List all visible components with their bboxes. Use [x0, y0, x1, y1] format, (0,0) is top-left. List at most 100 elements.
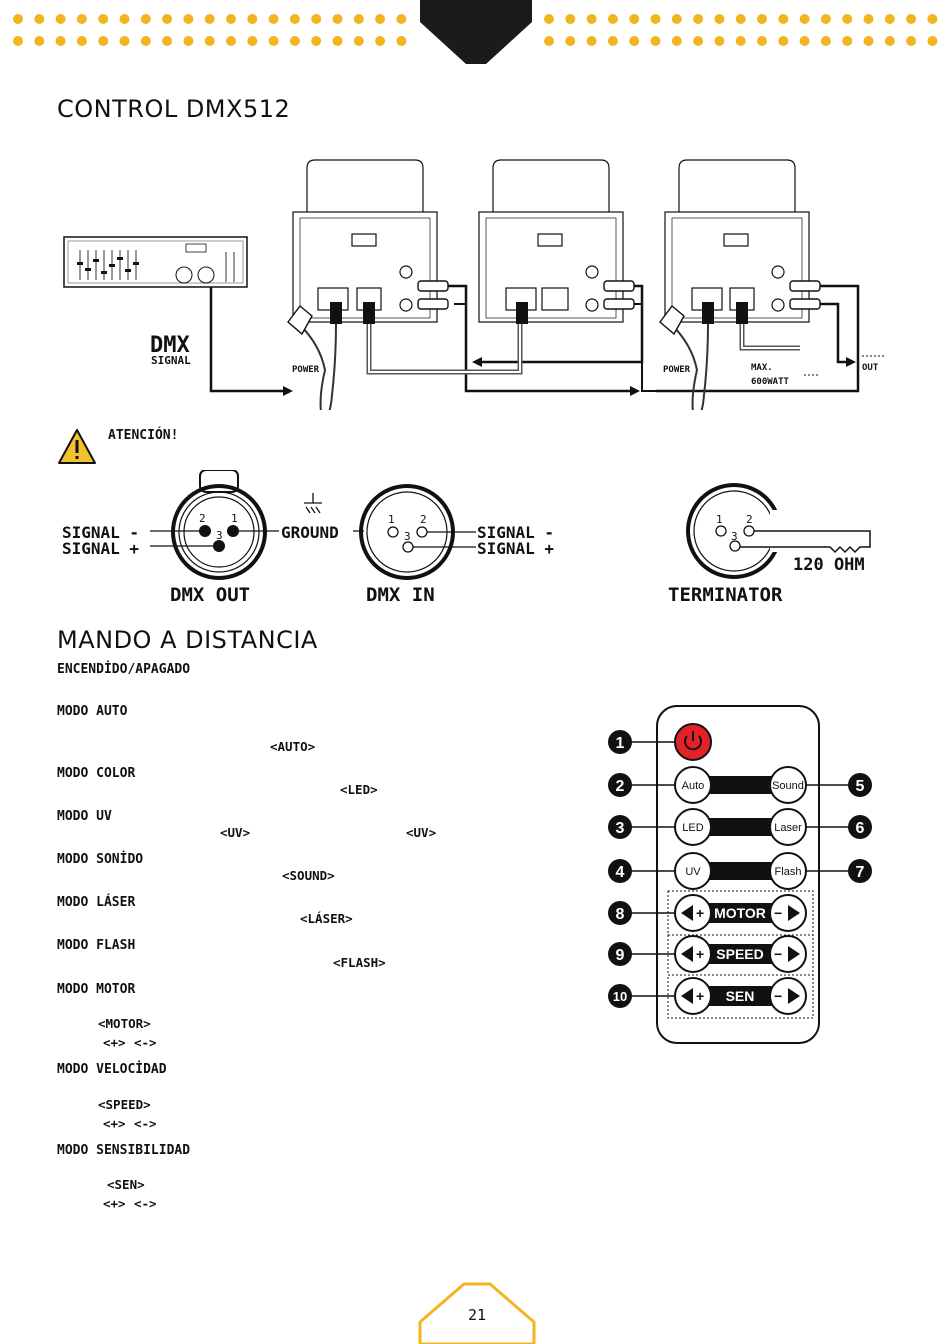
header-dot — [799, 14, 810, 24]
signal-minus-right: SIGNAL - — [477, 523, 554, 542]
header-dot — [311, 14, 322, 24]
fixture-1 — [292, 159, 438, 323]
svg-text:8: 8 — [616, 906, 625, 923]
tag-motor-minus: <-> — [134, 1035, 157, 1050]
svg-text:−: − — [774, 988, 782, 1004]
led-button[interactable]: LED — [674, 808, 712, 846]
resistor-wire — [740, 530, 871, 554]
svg-text:10: 10 — [613, 989, 627, 1004]
header-dot — [353, 36, 364, 46]
motor-plus-button[interactable]: + — [674, 894, 712, 932]
signal-label: SIGNAL — [151, 354, 191, 367]
svg-text:6: 6 — [856, 820, 865, 837]
out-pin-1: 1 — [231, 512, 238, 525]
header-dot — [204, 36, 215, 46]
tag-sound: <SOUND> — [282, 868, 335, 883]
svg-text:Sound: Sound — [772, 780, 804, 792]
svg-text:7: 7 — [856, 864, 865, 881]
sen-plus-button[interactable]: + — [674, 977, 712, 1015]
signal-minus-left: SIGNAL - — [62, 523, 139, 542]
sound-button[interactable]: Sound — [769, 766, 807, 804]
dots-right — [544, 14, 938, 46]
term-pin-2: 2 — [746, 513, 753, 526]
out-label: OUT — [862, 363, 879, 373]
header-dot — [396, 14, 407, 24]
mode-heading-sensitivity: MODO SENSIBILIDAD — [57, 1143, 191, 1158]
header-dot — [629, 14, 640, 24]
sen-minus-button[interactable]: − — [769, 977, 807, 1015]
header-dot — [693, 14, 704, 24]
motor-minus-button[interactable]: − — [769, 894, 807, 932]
speed-minus-button[interactable]: − — [769, 935, 807, 973]
tag-uv-1: <UV> — [220, 825, 251, 840]
section-title-dmx: CONTROL DMX512 — [57, 95, 291, 123]
warning-text: ATENCIÓN! — [108, 428, 179, 443]
header-dot — [820, 36, 831, 46]
header-dot — [906, 14, 917, 24]
header-dot — [226, 14, 236, 24]
mode-heading-sound: MODO SONİDO — [57, 852, 144, 867]
callout-2: 2 — [608, 773, 632, 797]
signal-plus-left: SIGNAL + — [62, 539, 139, 558]
tag-uv-2: <UV> — [406, 825, 437, 840]
header-dot — [693, 36, 704, 46]
flash-button[interactable]: Flash — [769, 852, 807, 890]
header-dot — [353, 14, 364, 24]
motor-control: + MOTOR − — [674, 894, 807, 932]
dmx-wiring-diagram: DMX SIGNAL POWER POWER MAX. 600WATT OUT — [63, 159, 884, 410]
svg-text:4: 4 — [616, 864, 625, 881]
speed-plus-button[interactable]: + — [674, 935, 712, 973]
header-dot — [226, 36, 236, 46]
max-label: MAX. — [751, 363, 773, 373]
header-dot — [544, 36, 554, 46]
out-pin-3: 3 — [216, 529, 223, 542]
speed-control: + SPEED − — [674, 935, 807, 973]
mode-heading-auto: MODO AUTO — [57, 704, 128, 719]
header-dot — [311, 36, 322, 46]
dmx-controller — [63, 236, 248, 288]
header-dot — [842, 14, 853, 24]
terminator-label: TERMINATOR — [668, 584, 783, 606]
header-dot — [714, 36, 725, 46]
header-dot — [162, 36, 173, 46]
callout-10: 10 — [608, 984, 632, 1008]
sen-label: SEN — [726, 988, 755, 1004]
laser-button[interactable]: Laser — [769, 808, 807, 846]
header-decoration — [13, 0, 938, 64]
header-dot — [565, 14, 576, 24]
speed-label: SPEED — [716, 946, 763, 962]
header-dot — [55, 36, 66, 46]
auto-button[interactable]: Auto — [674, 766, 712, 804]
callout-5: 5 — [848, 773, 872, 797]
in-pin-2: 2 — [420, 513, 427, 526]
header-dot — [607, 14, 618, 24]
remote-control-diagram: Auto Sound LED Laser UV Flash + MOTOR — [608, 705, 872, 1044]
header-dot — [13, 36, 23, 46]
svg-text:Laser: Laser — [774, 822, 802, 834]
header-dot — [650, 36, 661, 46]
power-button[interactable] — [674, 723, 712, 761]
tag-motor-plus: <+> — [103, 1035, 126, 1050]
uv-button[interactable]: UV — [674, 852, 712, 890]
header-dot — [863, 14, 874, 24]
ground-symbol — [304, 493, 322, 514]
header-dot — [884, 36, 895, 46]
tag-speed-plus: <+> — [103, 1116, 126, 1131]
header-dot — [799, 36, 810, 46]
header-dot — [629, 36, 640, 46]
svg-text:+: + — [696, 905, 704, 921]
callout-1: 1 — [608, 730, 632, 754]
header-dot — [735, 36, 746, 46]
svg-text:+: + — [696, 988, 704, 1004]
resistor-label: 120 OHM — [793, 555, 865, 575]
header-dot — [863, 36, 874, 46]
page-number: 21 — [468, 1306, 486, 1324]
header-dot — [650, 14, 661, 24]
header-dot — [757, 14, 767, 24]
header-dot — [735, 14, 746, 24]
header-dot — [927, 36, 938, 46]
header-dot — [544, 14, 554, 24]
fixture-2 — [478, 159, 624, 323]
header-dot — [76, 14, 87, 24]
header-dot — [757, 36, 767, 46]
